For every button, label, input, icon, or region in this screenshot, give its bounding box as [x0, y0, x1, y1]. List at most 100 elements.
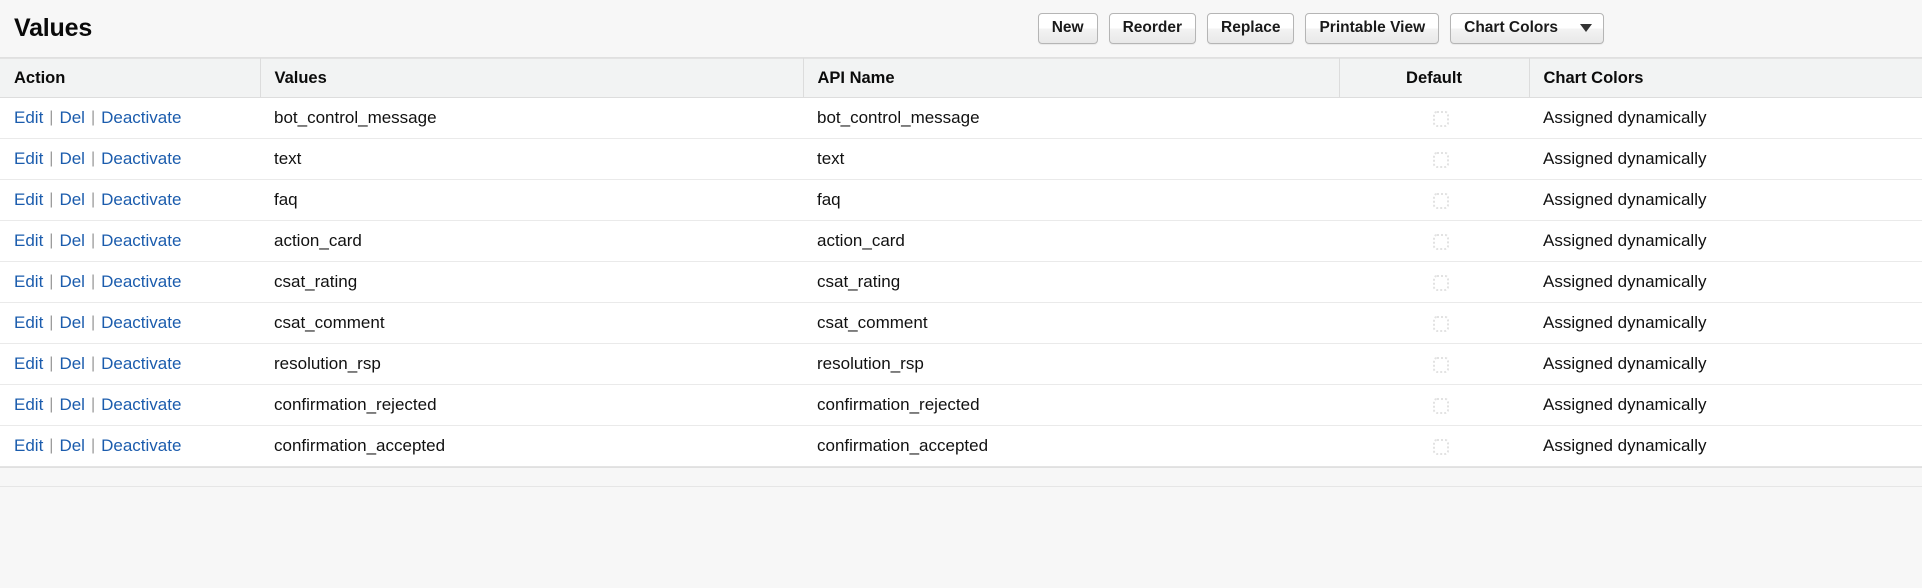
cell-chart-colors: Assigned dynamically — [1529, 138, 1922, 180]
reorder-button[interactable]: Reorder — [1108, 13, 1196, 44]
action-links: Edit | Del | Deactivate — [14, 232, 181, 249]
table-header-row: Action Values API Name Default Chart Col… — [0, 58, 1922, 98]
edit-link[interactable]: Edit — [14, 108, 44, 127]
column-header-api-name[interactable]: API Name — [803, 58, 1340, 98]
cell-default — [1339, 97, 1529, 139]
default-checkbox[interactable] — [1433, 110, 1449, 127]
printable-view-button[interactable]: Printable View — [1305, 13, 1440, 44]
default-checkbox[interactable] — [1433, 151, 1449, 168]
del-link[interactable]: Del — [59, 354, 85, 373]
cell-chart-colors: Assigned dynamically — [1529, 302, 1922, 344]
cell-action: Edit|Del|Deactivate — [0, 138, 260, 180]
cell-chart-colors: Assigned dynamically — [1529, 261, 1922, 303]
action-separator: | — [49, 231, 54, 249]
cell-chart-colors: Assigned dynamically — [1529, 97, 1922, 139]
cell-values: faq — [260, 179, 803, 221]
table-footer — [0, 468, 1922, 487]
page-title: Values — [14, 14, 93, 42]
action-separator: | — [90, 436, 96, 454]
del-link[interactable]: Del — [59, 272, 85, 291]
default-checkbox[interactable] — [1433, 315, 1449, 332]
new-button[interactable]: New — [1037, 13, 1098, 44]
values-table: Action Values API Name Default Chart Col… — [0, 58, 1922, 467]
cell-chart-colors: Assigned dynamically — [1529, 343, 1922, 385]
edit-link[interactable]: Edit — [14, 354, 44, 373]
cell-api-name: confirmation_rejected — [803, 384, 1339, 426]
action-links: Edit | Del | Deactivate — [14, 109, 181, 126]
action-separator: | — [49, 354, 54, 372]
cell-default — [1339, 261, 1529, 303]
del-link[interactable]: Del — [59, 108, 85, 127]
action-separator: | — [49, 313, 54, 331]
cell-action: Edit|Del|Deactivate — [0, 179, 260, 221]
cell-values: csat_comment — [260, 302, 803, 344]
default-checkbox[interactable] — [1433, 233, 1449, 250]
cell-chart-colors: Assigned dynamically — [1529, 220, 1922, 262]
replace-button[interactable]: Replace — [1207, 13, 1295, 44]
action-links: Edit|Del|Deactivate — [14, 191, 181, 208]
column-header-action[interactable]: Action — [0, 58, 261, 98]
action-separator: | — [49, 436, 54, 454]
deactivate-link[interactable]: Deactivate — [101, 313, 182, 332]
cell-values: text — [260, 138, 803, 180]
deactivate-link[interactable]: Deactivate — [101, 272, 182, 291]
cell-action: Edit | Del | Deactivate — [0, 302, 260, 344]
action-links: Edit|Del|Deactivate — [14, 355, 181, 372]
cell-action: Edit|Del|Deactivate — [0, 384, 260, 426]
edit-link[interactable]: Edit — [14, 272, 44, 291]
deactivate-link[interactable]: Deactivate — [101, 190, 182, 209]
column-header-default[interactable]: Default — [1339, 58, 1530, 98]
default-checkbox[interactable] — [1433, 397, 1449, 414]
deactivate-link[interactable]: Deactivate — [101, 108, 182, 127]
del-link[interactable]: Del — [59, 313, 85, 332]
chart-colors-menu-button[interactable]: Chart Colors — [1450, 13, 1604, 44]
column-header-values[interactable]: Values — [260, 58, 804, 98]
action-separator: | — [90, 272, 96, 290]
cell-api-name: bot_control_message — [803, 97, 1339, 139]
action-separator: | — [49, 149, 54, 167]
cell-action: Edit | Del | Deactivate — [0, 97, 260, 139]
cell-action: Edit|Del|Deactivate — [0, 343, 260, 385]
cell-api-name: resolution_rsp — [803, 343, 1339, 385]
deactivate-link[interactable]: Deactivate — [101, 149, 182, 168]
default-checkbox[interactable] — [1433, 356, 1449, 373]
action-separator: | — [90, 190, 96, 208]
edit-link[interactable]: Edit — [14, 436, 44, 455]
del-link[interactable]: Del — [59, 190, 85, 209]
deactivate-link[interactable]: Deactivate — [101, 395, 182, 414]
default-checkbox[interactable] — [1433, 192, 1449, 209]
cell-values: csat_rating — [260, 261, 803, 303]
cell-values: resolution_rsp — [260, 343, 803, 385]
default-checkbox[interactable] — [1433, 274, 1449, 291]
del-link[interactable]: Del — [59, 395, 85, 414]
cell-chart-colors: Assigned dynamically — [1529, 384, 1922, 426]
del-link[interactable]: Del — [59, 231, 85, 250]
action-links: Edit|Del|Deactivate — [14, 150, 181, 167]
del-link[interactable]: Del — [59, 149, 85, 168]
cell-values: confirmation_accepted — [260, 425, 803, 467]
cell-api-name: csat_rating — [803, 261, 1339, 303]
action-separator: | — [49, 108, 54, 126]
action-separator: | — [90, 395, 96, 413]
deactivate-link[interactable]: Deactivate — [101, 354, 182, 373]
cell-default — [1339, 384, 1529, 426]
edit-link[interactable]: Edit — [14, 395, 44, 414]
action-links: Edit | Del | Deactivate — [14, 273, 181, 290]
edit-link[interactable]: Edit — [14, 313, 44, 332]
cell-action: Edit | Del | Deactivate — [0, 425, 260, 467]
edit-link[interactable]: Edit — [14, 190, 44, 209]
action-separator: | — [49, 272, 54, 290]
column-header-chart-colors[interactable]: Chart Colors — [1529, 58, 1922, 98]
edit-link[interactable]: Edit — [14, 149, 44, 168]
action-separator: | — [90, 313, 96, 331]
deactivate-link[interactable]: Deactivate — [101, 231, 182, 250]
action-separator: | — [90, 231, 96, 249]
edit-link[interactable]: Edit — [14, 231, 44, 250]
default-checkbox[interactable] — [1433, 438, 1449, 455]
del-link[interactable]: Del — [59, 436, 85, 455]
deactivate-link[interactable]: Deactivate — [101, 436, 182, 455]
action-separator: | — [90, 108, 96, 126]
